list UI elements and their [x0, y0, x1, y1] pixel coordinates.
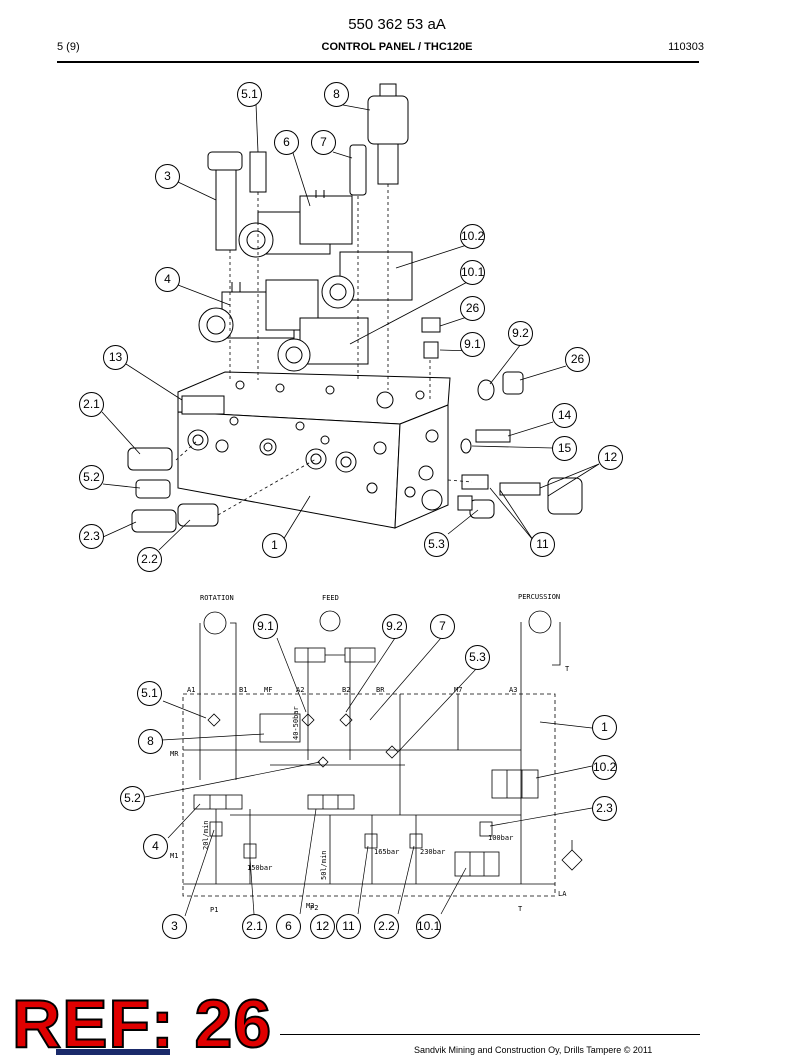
schematic-callout-5-3: 5.3 [465, 645, 490, 670]
cartridge-7 [349, 144, 367, 196]
page-number: 5 (9) [57, 41, 80, 53]
valve-block [177, 371, 451, 529]
label-rotation: ROTATION [200, 594, 234, 602]
callout-26-right: 26 [565, 347, 590, 372]
callout-13: 13 [103, 345, 128, 370]
port-a3: A3 [509, 686, 517, 694]
pressure-150: 150bar [247, 864, 272, 872]
flow-50: 50l/min [320, 850, 328, 880]
filter-symbol [561, 849, 583, 871]
callout-8: 8 [324, 82, 349, 107]
callout-11: 11 [530, 532, 555, 557]
flow-40: 40-50bar [292, 706, 300, 740]
document-number: 550 362 53 aA [348, 16, 446, 33]
page-title: CONTROL PANEL / THC120E [321, 41, 473, 53]
callout-5-2: 5.2 [79, 465, 104, 490]
plug-26-top [421, 317, 441, 359]
callout-3: 3 [155, 164, 180, 189]
solenoid-coil-8 [367, 83, 409, 185]
port-p2: P2 [310, 904, 318, 912]
label-percussion: PERCUSSION [518, 593, 560, 601]
pressure-165: 165bar [374, 848, 399, 856]
right-fittings [457, 371, 583, 519]
callout-15: 15 [552, 436, 577, 461]
valve-10-1-symbol [454, 851, 500, 877]
port-mf: MF [264, 686, 272, 694]
port-t-top: T [565, 665, 570, 673]
solenoid-valve-10-2 [321, 251, 413, 309]
schematic-callout-8: 8 [138, 729, 163, 754]
callout-5-3: 5.3 [424, 532, 449, 557]
schematic-callout-1: 1 [592, 715, 617, 740]
callout-14: 14 [552, 403, 577, 428]
schematic-callout-2-1: 2.1 [242, 914, 267, 939]
feed-motor [319, 610, 341, 632]
callout-4: 4 [155, 267, 180, 292]
schematic-callout-5-1: 5.1 [137, 681, 162, 706]
header-divider [57, 61, 699, 63]
schematic-callout-10-1: 10.1 [416, 914, 441, 939]
callout-5-1: 5.1 [237, 82, 262, 107]
callout-9-1: 9.1 [460, 332, 485, 357]
port-b2: B2 [342, 686, 350, 694]
port-p1: P1 [210, 906, 218, 914]
schematic-callout-2-3: 2.3 [592, 796, 617, 821]
flow-20: 20l/min [202, 820, 210, 850]
port-a1: A1 [187, 686, 195, 694]
percussion-motor [528, 610, 552, 634]
directional-valve-6 [307, 794, 355, 810]
schematic-callout-9-1: 9.1 [253, 614, 278, 639]
callout-2-2: 2.2 [137, 547, 162, 572]
port-mr: MR [170, 750, 179, 758]
footer-divider [280, 1034, 700, 1035]
document-date: 110303 [668, 41, 704, 53]
callout-26-top: 26 [460, 296, 485, 321]
callout-7: 7 [311, 130, 336, 155]
schematic-callout-10-2: 10.2 [592, 755, 617, 780]
callout-12: 12 [598, 445, 623, 470]
rotation-motor [203, 611, 227, 635]
callout-2-3: 2.3 [79, 524, 104, 549]
footer-copyright: Sandvik Mining and Construction Oy, Dril… [414, 1045, 653, 1055]
port-m2: M2 [306, 902, 314, 910]
callout-10-2: 10.2 [460, 224, 485, 249]
callout-6: 6 [274, 130, 299, 155]
schematic-callout-6: 6 [276, 914, 301, 939]
pressure-230: 230bar [420, 848, 445, 856]
solenoid-8-symbol [259, 713, 301, 743]
schematic-callout-7: 7 [430, 614, 455, 639]
pressure-100: 100bar [488, 834, 513, 842]
port-m7: M7 [454, 686, 462, 694]
port-b1: B1 [239, 686, 247, 694]
schematic-boundary [182, 693, 556, 897]
directional-valve-4 [193, 794, 243, 810]
port-m1: M1 [170, 852, 178, 860]
schematic-callout-2-2: 2.2 [374, 914, 399, 939]
schematic-callout-3: 3 [162, 914, 187, 939]
solenoid-valve-10-1 [277, 317, 369, 372]
port-br: BR [376, 686, 385, 694]
pressure-knob-3 [207, 151, 243, 251]
schematic-callout-9-2: 9.2 [382, 614, 407, 639]
callout-9-2: 9.2 [508, 321, 533, 346]
port-t: T [518, 905, 523, 913]
schematic-callout-5-2: 5.2 [120, 786, 145, 811]
company-logo [56, 1049, 170, 1055]
port-la: LA [558, 890, 567, 898]
solenoid-valve-6 [238, 190, 353, 258]
left-fittings [127, 447, 219, 533]
schematic-callout-4: 4 [143, 834, 168, 859]
callout-1: 1 [262, 533, 287, 558]
port-a2: A2 [296, 686, 304, 694]
callout-2-1: 2.1 [79, 392, 104, 417]
schematic-callout-11: 11 [336, 914, 361, 939]
label-feed: FEED [322, 594, 339, 602]
callout-10-1: 10.1 [460, 260, 485, 285]
valve-10-2-symbol [491, 769, 539, 799]
schematic-callout-12: 12 [310, 914, 335, 939]
